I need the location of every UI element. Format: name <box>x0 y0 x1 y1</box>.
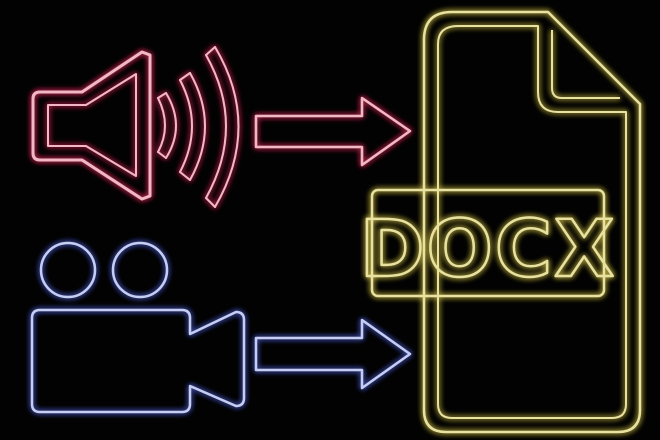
docx-document-icon: DOCX <box>359 10 642 434</box>
docx-label: DOCX <box>360 205 616 295</box>
top-arrow-icon <box>254 96 412 167</box>
movie-camera-icon <box>30 241 246 414</box>
bottom-arrow-icon <box>254 318 412 390</box>
speaker-icon <box>31 46 240 208</box>
